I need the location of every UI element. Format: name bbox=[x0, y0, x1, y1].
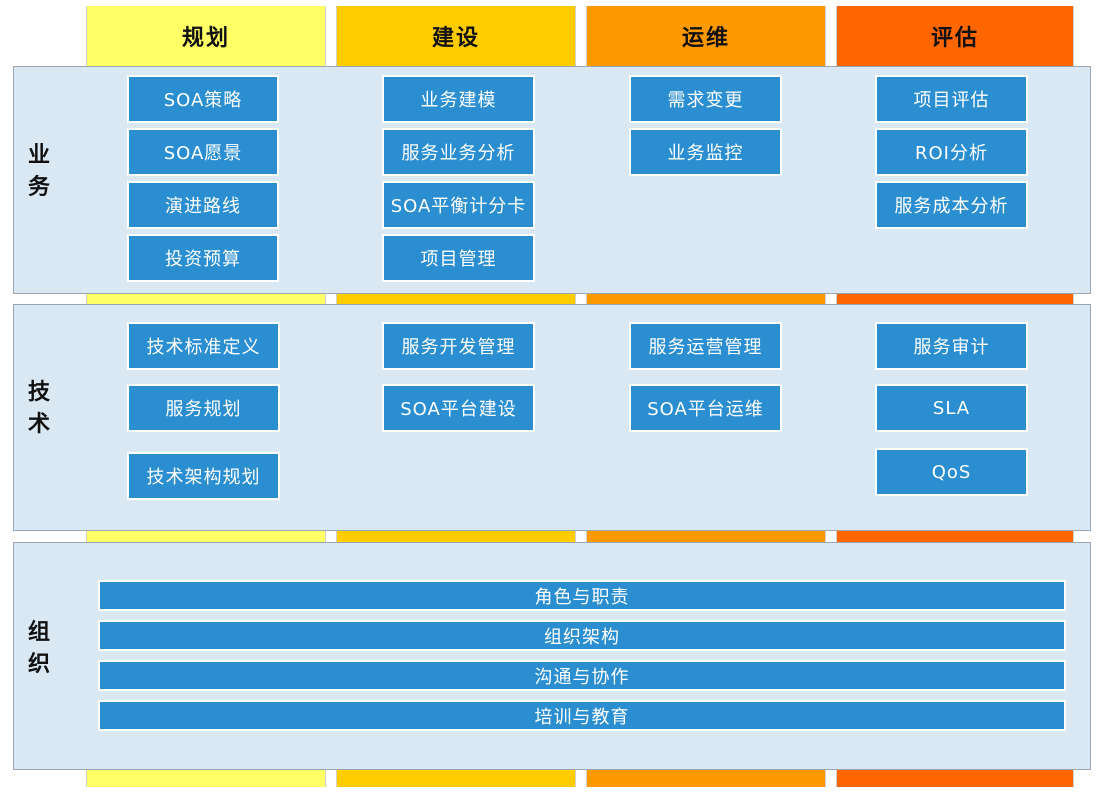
technology-box: 服务审计 bbox=[875, 322, 1028, 370]
organization-bar: 组织架构 bbox=[98, 620, 1066, 651]
technology-box: SLA bbox=[875, 384, 1028, 432]
technology-box: SOA平台建设 bbox=[382, 384, 535, 432]
band-label-technology: 技术 bbox=[27, 380, 50, 437]
business-box: SOA策略 bbox=[127, 75, 279, 123]
business-box: 业务建模 bbox=[382, 75, 535, 123]
phase-header-build: 建设 bbox=[431, 26, 480, 51]
organization-bar: 沟通与协作 bbox=[98, 660, 1066, 691]
organization-bar: 角色与职责 bbox=[98, 580, 1066, 611]
phase-header-planning: 规划 bbox=[181, 26, 230, 51]
technology-box: 服务规划 bbox=[127, 384, 280, 432]
business-box: 项目管理 bbox=[382, 234, 535, 282]
technology-box: 服务运营管理 bbox=[629, 322, 782, 370]
technology-box: SOA平台运维 bbox=[629, 384, 782, 432]
phase-header-evaluate: 评估 bbox=[930, 26, 979, 51]
business-box: 服务业务分析 bbox=[382, 128, 535, 176]
business-box: SOA愿景 bbox=[127, 128, 279, 176]
business-box: 需求变更 bbox=[629, 75, 782, 123]
phase-header-operate: 运维 bbox=[681, 26, 730, 51]
technology-box: 技术架构规划 bbox=[127, 452, 280, 500]
business-box: SOA平衡计分卡 bbox=[382, 181, 535, 229]
band-label-business: 业务 bbox=[27, 143, 50, 200]
technology-box: 技术标准定义 bbox=[127, 322, 280, 370]
band-label-organization: 组织 bbox=[27, 620, 50, 677]
technology-box: QoS bbox=[875, 448, 1028, 496]
business-box: 项目评估 bbox=[875, 75, 1028, 123]
business-box: 业务监控 bbox=[629, 128, 782, 176]
organization-bar: 培训与教育 bbox=[98, 700, 1066, 731]
band-organization bbox=[13, 542, 1091, 770]
business-box: 投资预算 bbox=[127, 234, 279, 282]
business-box: 服务成本分析 bbox=[875, 181, 1028, 229]
technology-box: 服务开发管理 bbox=[382, 322, 535, 370]
business-box: 演进路线 bbox=[127, 181, 279, 229]
business-box: ROI分析 bbox=[875, 128, 1028, 176]
